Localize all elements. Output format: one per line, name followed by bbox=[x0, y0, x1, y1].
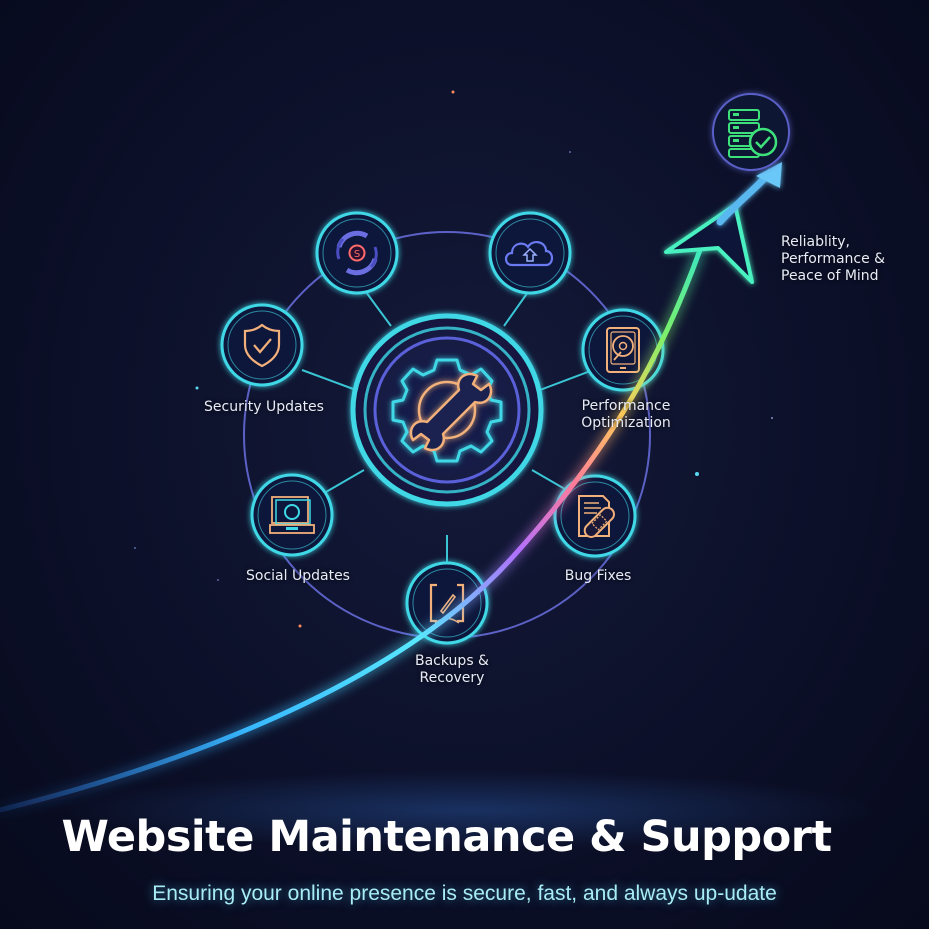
label-backups-line1: Backups & bbox=[415, 653, 489, 669]
spokes bbox=[301, 291, 594, 566]
curved-arrow-icon bbox=[716, 162, 782, 226]
server-check-icon bbox=[728, 109, 778, 158]
node-cloud[interactable] bbox=[488, 211, 572, 295]
shield-check-icon bbox=[243, 323, 281, 368]
svg-text:S: S bbox=[354, 249, 360, 260]
arrow-head bbox=[664, 203, 754, 284]
node-social[interactable] bbox=[250, 473, 334, 557]
gear-wrench-icon bbox=[391, 358, 503, 463]
label-social-updates: Social Updates bbox=[246, 568, 350, 584]
page-subtitle: Ensuring your online presence is secure,… bbox=[152, 882, 777, 905]
label-backups-line2: Recovery bbox=[419, 670, 485, 686]
growth-curve bbox=[0, 247, 703, 813]
label-security-updates: Security Updates bbox=[204, 399, 324, 415]
label-goal-line2: Performance & bbox=[781, 251, 886, 267]
hard-drive-icon bbox=[606, 327, 640, 373]
label-goal-line1: Reliablity, bbox=[781, 234, 850, 250]
laptop-camera-icon bbox=[269, 496, 315, 534]
label-goal: Reliablity, Performance & Peace of Mind bbox=[781, 234, 885, 285]
background-stars bbox=[134, 90, 773, 628]
label-backups-recovery: Backups & Recovery bbox=[400, 653, 504, 687]
label-performance-optimization: Performance Optimization bbox=[566, 398, 686, 432]
label-bug-fixes: Bug Fixes bbox=[564, 568, 632, 584]
node-bugs[interactable] bbox=[553, 474, 637, 558]
label-performance-line2: Optimization bbox=[581, 415, 671, 431]
floor-glow bbox=[60, 770, 880, 850]
label-performance-line1: Performance bbox=[581, 398, 671, 414]
sync-refresh-icon: S bbox=[336, 230, 378, 276]
label-goal-line3: Peace of Mind bbox=[781, 268, 879, 284]
node-security[interactable] bbox=[220, 303, 304, 387]
cloud-upload-icon bbox=[504, 241, 554, 267]
document-bandage-icon bbox=[578, 495, 615, 538]
page-title: Website Maintenance & Support bbox=[61, 812, 832, 862]
